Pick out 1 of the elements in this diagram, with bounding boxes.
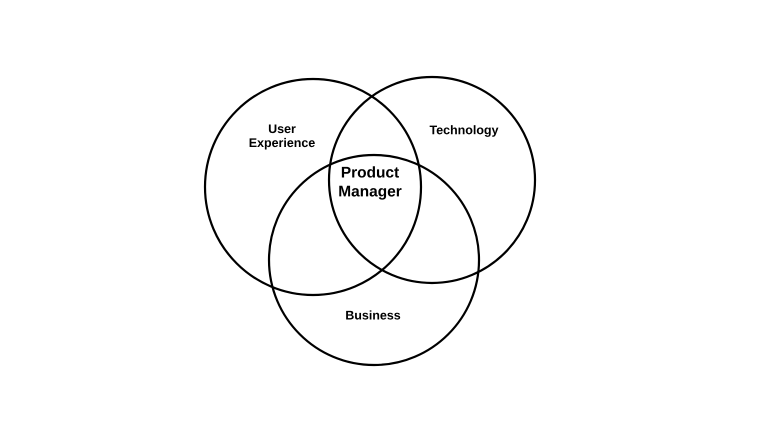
intersection-label: Product Manager [339,166,402,200]
